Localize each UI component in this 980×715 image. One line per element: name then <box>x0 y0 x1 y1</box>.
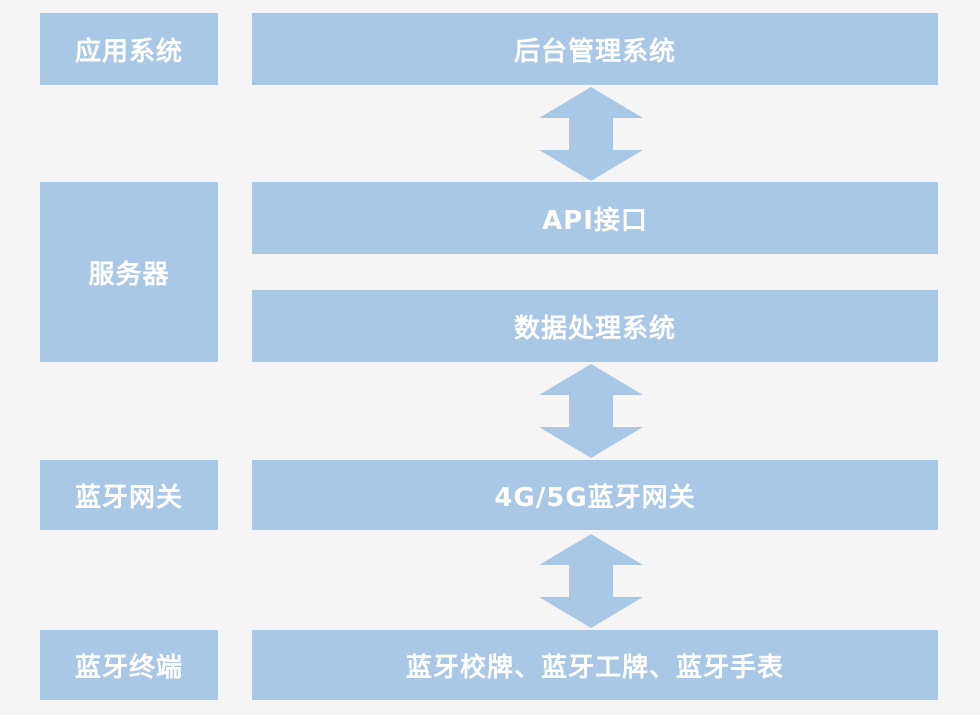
layer-label-server-text: 服务器 <box>88 259 170 290</box>
component-data-processing: 数据处理系统 <box>252 290 938 362</box>
component-terminal-text: 蓝牙校牌、蓝牙工牌、蓝牙手表 <box>405 652 784 683</box>
component-data-processing-text: 数据处理系统 <box>513 313 676 344</box>
component-backend-text: 后台管理系统 <box>513 36 676 67</box>
layer-label-terminal: 蓝牙终端 <box>40 630 218 700</box>
layer-label-app-text: 应用系统 <box>74 36 183 67</box>
double-arrow-icon <box>539 534 643 628</box>
component-backend: 后台管理系统 <box>252 13 938 85</box>
layer-label-server: 服务器 <box>40 182 218 362</box>
layer-label-gateway-text: 蓝牙网关 <box>74 482 183 513</box>
component-gateway-text: 4G/5G蓝牙网关 <box>494 482 696 513</box>
component-gateway: 4G/5G蓝牙网关 <box>252 460 938 530</box>
layer-label-gateway: 蓝牙网关 <box>40 460 218 530</box>
layer-label-terminal-text: 蓝牙终端 <box>74 652 183 683</box>
component-api-text: API接口 <box>542 205 648 236</box>
layer-label-app: 应用系统 <box>40 13 218 85</box>
double-arrow-icon <box>539 364 643 458</box>
component-api: API接口 <box>252 182 938 254</box>
component-terminal: 蓝牙校牌、蓝牙工牌、蓝牙手表 <box>252 630 938 700</box>
double-arrow-icon <box>539 87 643 181</box>
